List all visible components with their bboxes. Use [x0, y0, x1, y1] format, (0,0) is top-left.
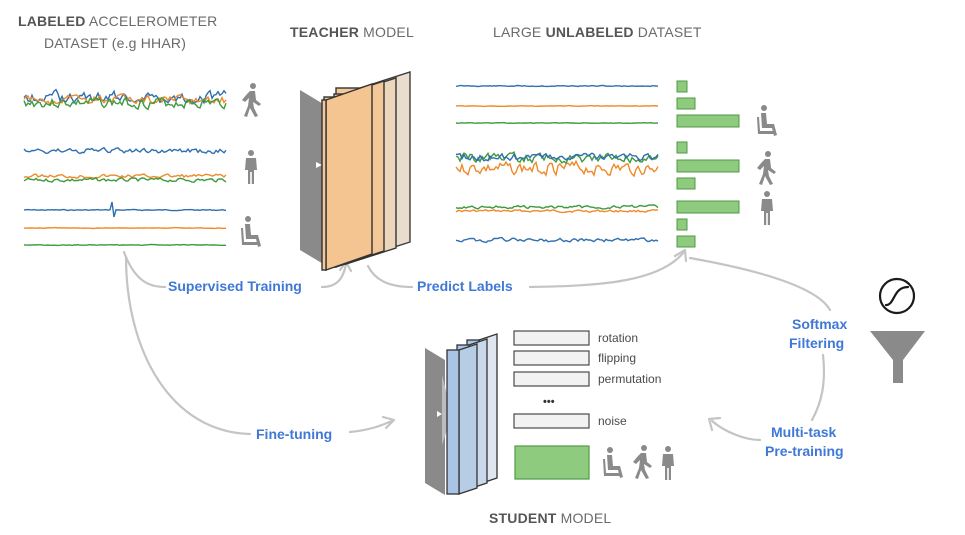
signal-blue-2	[23, 146, 227, 155]
pred-bar	[676, 235, 696, 248]
task-box-activity	[514, 445, 590, 480]
pred-bar	[676, 80, 688, 93]
unlabeled-signals	[455, 84, 659, 244]
unlabeled-header-rest: DATASET	[634, 24, 702, 40]
task-label-permutation: permutation	[598, 372, 661, 386]
walking-icon	[242, 83, 261, 117]
arrow-multitask-student	[710, 419, 762, 442]
signal-green-1	[23, 96, 227, 111]
signal-blue-3	[23, 201, 227, 218]
signal-green-2	[23, 176, 227, 183]
u-signal-blue-3	[455, 236, 659, 244]
task-box-rotation	[513, 330, 590, 346]
step-multitask-1: Multi-task	[771, 424, 837, 440]
signal-orange-3	[23, 226, 226, 230]
u-signal-green-2	[455, 151, 659, 165]
student-header: STUDENT MODEL	[489, 510, 611, 526]
student-header-rest: MODEL	[557, 510, 612, 526]
pred-bar	[676, 97, 696, 110]
task-box-flipping	[513, 350, 590, 366]
funnel-icon	[870, 331, 925, 383]
u-signal-orange-3	[455, 208, 659, 214]
labeled-header-bold: LABELED	[18, 13, 86, 29]
sitting-icon	[241, 216, 261, 247]
walking-icon	[633, 445, 652, 479]
standing-icon	[245, 150, 257, 184]
unlabeled-header-bold: UNLABELED	[546, 24, 634, 40]
signal-orange-2	[23, 173, 227, 179]
step-fine-tuning: Fine-tuning	[256, 426, 332, 442]
arrow-predict	[366, 264, 414, 289]
pred-bar	[676, 114, 740, 128]
sitting-icon	[603, 447, 623, 478]
pred-bar	[676, 177, 696, 190]
svg-text:LABELED ACCELEROMETER: LABELED ACCELEROMETER	[18, 13, 217, 29]
signal-blue-1	[23, 88, 227, 105]
u-signal-orange-2	[455, 159, 659, 178]
step-predict-labels: Predict Labels	[417, 278, 513, 294]
task-label-rotation: rotation	[598, 331, 638, 345]
step-softmax-1: Softmax	[792, 316, 847, 332]
labeled-header-rest: ACCELEROMETER	[86, 13, 218, 29]
student-model	[425, 333, 498, 495]
standing-icon	[761, 191, 773, 225]
teacher-header-rest: MODEL	[359, 24, 414, 40]
sitting-icon	[757, 105, 777, 136]
student-header-bold: STUDENT	[489, 510, 557, 526]
u-signal-orange-1	[455, 104, 658, 108]
u-signal-blue-1	[455, 84, 659, 88]
signal-green-3	[23, 243, 226, 247]
walking-icon	[757, 151, 776, 185]
arrow-supervised	[122, 250, 167, 289]
prediction-bars	[676, 80, 740, 248]
u-signal-green-3	[455, 204, 659, 210]
task-label-flipping: flipping	[598, 351, 636, 365]
labeled-signals	[23, 88, 227, 247]
unlabeled-header: LARGE UNLABELED DATASET	[493, 24, 702, 40]
task-ellipsis: •••	[543, 396, 555, 408]
pred-bar	[676, 200, 740, 214]
pred-bar	[676, 159, 740, 173]
step-multitask-2: Pre-training	[765, 443, 844, 459]
teacher-header-bold: TEACHER	[290, 24, 359, 40]
u-signal-green-1	[455, 121, 659, 125]
task-box-noise	[513, 413, 590, 429]
pred-bar	[676, 218, 688, 231]
arrow-softmax-up	[688, 256, 832, 312]
task-label-noise: noise	[598, 414, 627, 428]
labeled-dataset-header: LABELED ACCELEROMETER DATASET (e.g HHAR)	[18, 13, 217, 51]
unlabeled-header-pre: LARGE	[493, 24, 546, 40]
u-signal-blue-2	[456, 152, 659, 162]
teacher-header: TEACHER MODEL	[290, 24, 414, 40]
arrows	[122, 248, 832, 442]
task-list: rotation flipping permutation ••• noise	[513, 330, 661, 480]
signal-orange-1	[23, 93, 227, 106]
task-box-permutation	[513, 371, 590, 387]
sigmoid-icon	[878, 277, 916, 315]
labeled-header-line2: DATASET (e.g HHAR)	[44, 35, 186, 51]
step-softmax-2: Filtering	[789, 335, 844, 351]
standing-icon	[662, 446, 674, 480]
arrow-finetune	[124, 255, 252, 436]
pred-bar	[676, 141, 688, 154]
step-supervised-training: Supervised Training	[168, 278, 302, 294]
teacher-model	[300, 71, 411, 271]
arrow-softmax-multitask	[810, 353, 826, 422]
teacher-layer	[321, 83, 373, 271]
